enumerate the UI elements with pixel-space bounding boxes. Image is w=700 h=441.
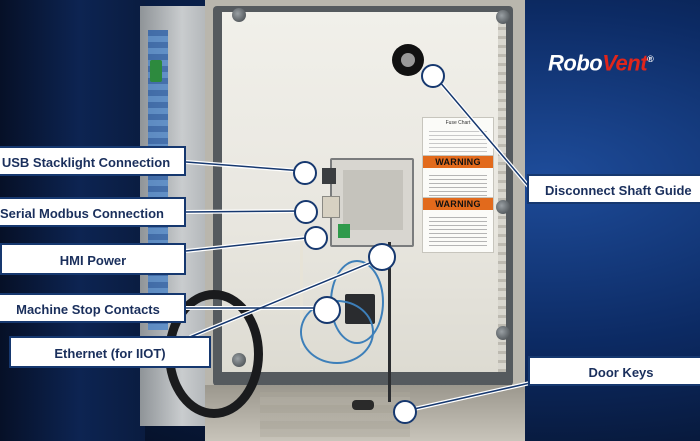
- floor-pattern: [260, 392, 410, 437]
- logo-text-robo: Robo: [548, 50, 603, 76]
- usb-connector: [322, 168, 336, 184]
- label-serial-modbus: Serial Modbus Connection: [0, 197, 186, 227]
- fuse-chart-lines: [429, 128, 487, 152]
- fuse-chart-label: Fuse Chart: [422, 117, 494, 157]
- label-disconnect-shaft: Disconnect Shaft Guide: [527, 174, 700, 204]
- marker-disconnect: [421, 64, 445, 88]
- screw-icon: [496, 326, 510, 340]
- label-machine-stop: Machine Stop Contacts: [0, 293, 186, 323]
- warning-heading: WARNING: [423, 156, 493, 168]
- screw-icon: [496, 10, 510, 24]
- marker-hmi-power: [304, 226, 328, 250]
- warning-heading: WARNING: [423, 198, 493, 210]
- cable: [388, 242, 391, 402]
- warning-text-lines: [429, 214, 487, 248]
- power-terminal-block: [338, 224, 350, 238]
- label-hmi-power: HMI Power: [0, 243, 186, 275]
- label-usb-stacklight: USB Stacklight Connection: [0, 146, 186, 176]
- door-green-connector: [150, 60, 162, 82]
- warning-label-2: WARNING: [422, 197, 494, 253]
- hinge-strip: [498, 12, 506, 372]
- marker-door-keys: [393, 400, 417, 424]
- controller-face: [343, 170, 403, 230]
- disconnect-shaft-center: [401, 53, 415, 67]
- robovent-logo: RoboVent®: [548, 46, 694, 76]
- logo-registered-mark: ®: [647, 54, 654, 64]
- serial-connector: [322, 196, 340, 218]
- logo-text-vent: Vent: [602, 50, 648, 76]
- label-door-keys: Door Keys: [528, 356, 700, 386]
- marker-usb: [293, 161, 317, 185]
- fuse-chart-title: Fuse Chart: [445, 120, 471, 126]
- door-keys-icon: [352, 400, 374, 410]
- marker-ethernet: [368, 243, 396, 271]
- marker-serial: [294, 200, 318, 224]
- screw-icon: [232, 8, 246, 22]
- screw-icon: [496, 200, 510, 214]
- label-ethernet: Ethernet (for IIOT): [9, 336, 211, 368]
- marker-stop-contacts: [313, 296, 341, 324]
